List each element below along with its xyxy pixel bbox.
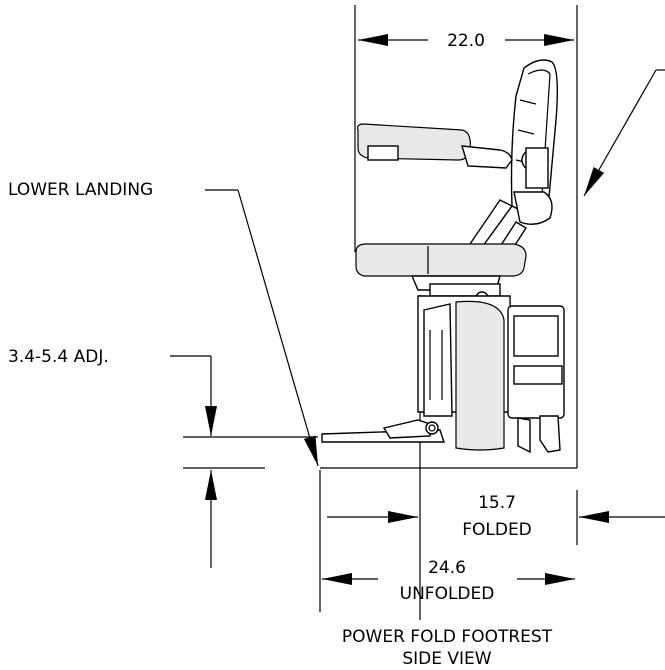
dimension-unfolded: 24.6 UNFOLDED — [322, 558, 575, 604]
adjust-text: 3.4-5.4 ADJ. — [8, 347, 109, 367]
dimension-adjust: 3.4-5.4 ADJ. — [8, 347, 318, 568]
width-top-text: 22.0 — [447, 31, 485, 51]
dimension-width-top: 22.0 — [358, 31, 574, 51]
leader-arrow-right — [583, 69, 665, 197]
caption: POWER FOLD FOOTREST SIDE VIEW — [342, 627, 553, 669]
stairlift-chair — [321, 59, 565, 454]
caption-line1: POWER FOLD FOOTREST — [342, 627, 553, 647]
folded-label-text: FOLDED — [462, 520, 532, 540]
footrest — [321, 419, 445, 443]
caption-line2: SIDE VIEW — [402, 649, 491, 669]
lower-landing-label: LOWER LANDING — [8, 180, 153, 200]
lower-landing-leader: LOWER LANDING — [8, 180, 319, 467]
unfolded-value-text: 24.6 — [428, 558, 466, 578]
dimension-folded: 15.7 FOLDED — [327, 493, 665, 540]
seat — [355, 243, 527, 277]
folded-value-text: 15.7 — [478, 493, 516, 513]
unfolded-label-text: UNFOLDED — [400, 584, 495, 604]
